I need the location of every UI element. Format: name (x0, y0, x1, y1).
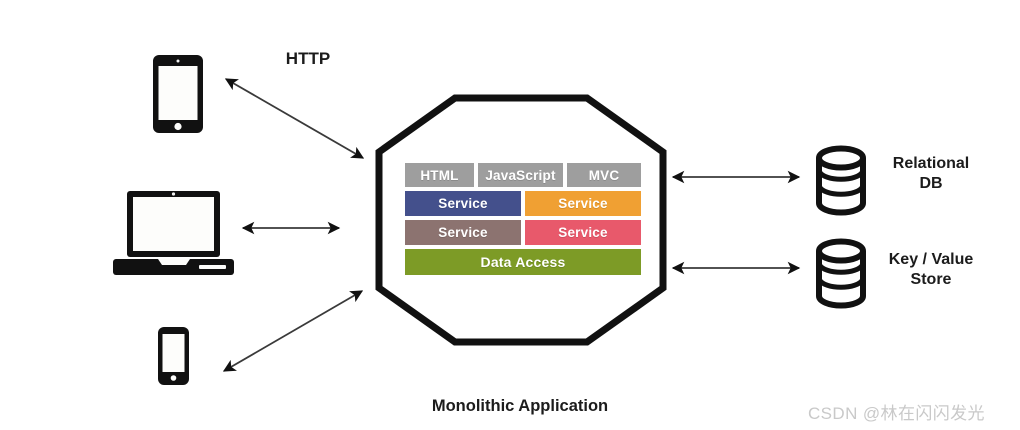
block-data-access: Data Access (405, 249, 641, 275)
block-service-orange: Service (525, 191, 641, 216)
stack-row-services-2: Service Service (405, 220, 641, 245)
block-service-blue: Service (405, 191, 521, 216)
block-html: HTML (405, 163, 474, 187)
block-mvc: MVC (567, 163, 641, 187)
relational-db-cylinder-icon (816, 145, 866, 216)
relational-db-label: Relational DB (892, 155, 970, 192)
http-label: HTTP (285, 49, 331, 68)
tablet-icon (153, 55, 203, 133)
csdn-watermark: CSDN @林在闪闪发光 (808, 404, 985, 423)
key-value-store-cylinder-icon (816, 238, 866, 309)
block-javascript: JavaScript (478, 163, 563, 187)
monolith-hexagon (375, 94, 667, 346)
diagram-caption: Monolithic Application (431, 397, 609, 415)
block-service-pink: Service (525, 220, 641, 245)
smartphone-icon (158, 327, 189, 385)
application-stack: HTML JavaScript MVC Service Service Serv… (405, 163, 641, 279)
stack-row-services-1: Service Service (405, 191, 641, 216)
connector-tablet-to-app (224, 78, 365, 159)
block-service-mauve: Service (405, 220, 521, 245)
laptop-icon (113, 191, 234, 275)
connector-phone-to-app (222, 290, 364, 372)
stack-row-presentation: HTML JavaScript MVC (405, 163, 641, 187)
key-value-store-label: Key / Value Store (888, 251, 974, 288)
stack-row-data-access: Data Access (405, 249, 641, 275)
